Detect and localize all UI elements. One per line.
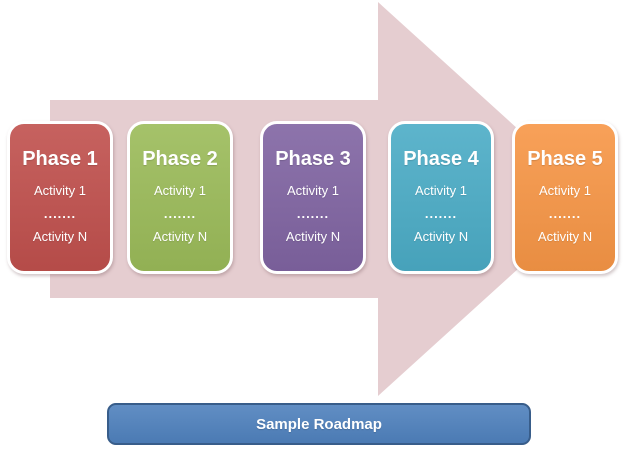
phase-activity-bottom: Activity N (32, 229, 88, 244)
phase-box-4: Phase 4 Activity 1 ....... Activity N (388, 121, 494, 274)
phase-title: Phase 3 (275, 148, 351, 170)
phase-activity-top: Activity 1 (414, 183, 467, 198)
phase-ellipsis: ....... (296, 206, 330, 221)
phase-box-3: Phase 3 Activity 1 ....... Activity N (260, 121, 366, 274)
phase-title: Phase 5 (527, 148, 603, 170)
phase-activity-bottom: Activity N (537, 229, 593, 244)
phase-title: Phase 1 (22, 148, 98, 170)
phase-ellipsis: ....... (43, 206, 77, 221)
phase-activity-bottom: Activity N (152, 229, 208, 244)
phase-title: Phase 4 (403, 148, 479, 170)
phase-activity-top: Activity 1 (286, 183, 339, 198)
phase-box-1: Phase 1 Activity 1 ....... Activity N (7, 121, 113, 274)
phase-box-2: Phase 2 Activity 1 ....... Activity N (127, 121, 233, 274)
phase-ellipsis: ....... (424, 206, 458, 221)
roadmap-banner: Sample Roadmap (107, 403, 531, 445)
phase-title: Phase 2 (142, 148, 218, 170)
phase-activity-bottom: Activity N (413, 229, 469, 244)
roadmap-banner-label: Sample Roadmap (256, 415, 382, 433)
phase-ellipsis: ....... (163, 206, 197, 221)
phase-activity-top: Activity 1 (538, 183, 591, 198)
phase-box-5: Phase 5 Activity 1 ....... Activity N (512, 121, 618, 274)
phase-ellipsis: ....... (548, 206, 582, 221)
phase-activity-bottom: Activity N (285, 229, 341, 244)
phase-activity-top: Activity 1 (153, 183, 206, 198)
phase-activity-top: Activity 1 (33, 183, 86, 198)
